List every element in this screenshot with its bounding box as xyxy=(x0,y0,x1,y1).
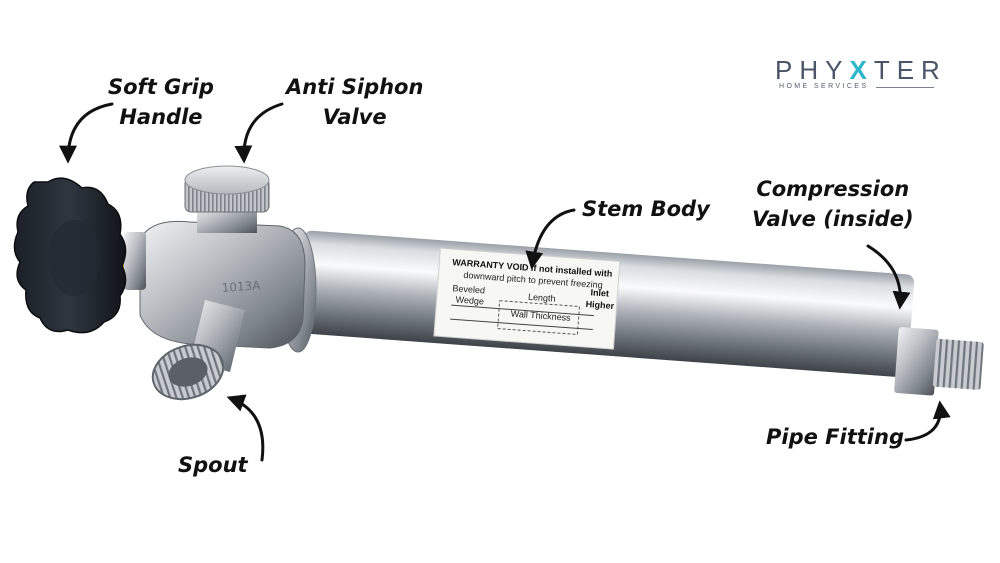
arrow-stem xyxy=(525,208,576,270)
label-siphon-line1: Anti Siphon xyxy=(286,75,424,99)
label-handle-line1: Soft Grip xyxy=(108,75,214,99)
label-compression-valve: Compression Valve (inside) xyxy=(752,174,914,234)
arrow-compression xyxy=(866,244,911,310)
arrow-handle xyxy=(59,102,114,164)
tag-inlet: Inlet xyxy=(590,287,609,298)
brand-underline xyxy=(876,87,934,88)
label-compression-line2: Valve (inside) xyxy=(752,207,914,231)
tag-higher: Higher xyxy=(585,299,615,311)
handle-collar xyxy=(124,232,146,290)
tag-beveled: Beveled xyxy=(452,283,485,295)
brand-subtitle: HOME SERVICES xyxy=(779,83,869,90)
siphon-cap-top xyxy=(184,165,270,195)
brand-name-end: TER xyxy=(873,55,947,85)
label-stem-body: Stem Body xyxy=(582,197,710,221)
arrow-spout xyxy=(226,394,265,462)
brand-logo: PHYXTER xyxy=(775,55,947,86)
tag-wedge: Wedge xyxy=(455,294,484,306)
arrow-pipe xyxy=(904,400,951,442)
label-pipe-fitting: Pipe Fitting xyxy=(766,425,904,449)
label-handle-line2: Handle xyxy=(119,105,203,129)
label-siphon-line2: Valve xyxy=(322,105,387,129)
pipe-fitting-shape xyxy=(894,327,984,396)
tag-wall-thickness: Wall Thickness xyxy=(510,309,571,323)
brand-name-start: PHY xyxy=(775,55,850,85)
tag-length: Length xyxy=(528,292,556,304)
valve-body xyxy=(139,220,306,349)
label-soft-grip-handle: Soft Grip Handle xyxy=(108,72,214,132)
label-anti-siphon-valve: Anti Siphon Valve xyxy=(286,72,423,132)
label-spout: Spout xyxy=(178,453,248,477)
brand-name-x: X xyxy=(849,55,874,85)
body-stamp: 1013A xyxy=(221,278,261,295)
arrow-siphon xyxy=(234,102,284,164)
label-compression-line1: Compression xyxy=(756,177,910,201)
